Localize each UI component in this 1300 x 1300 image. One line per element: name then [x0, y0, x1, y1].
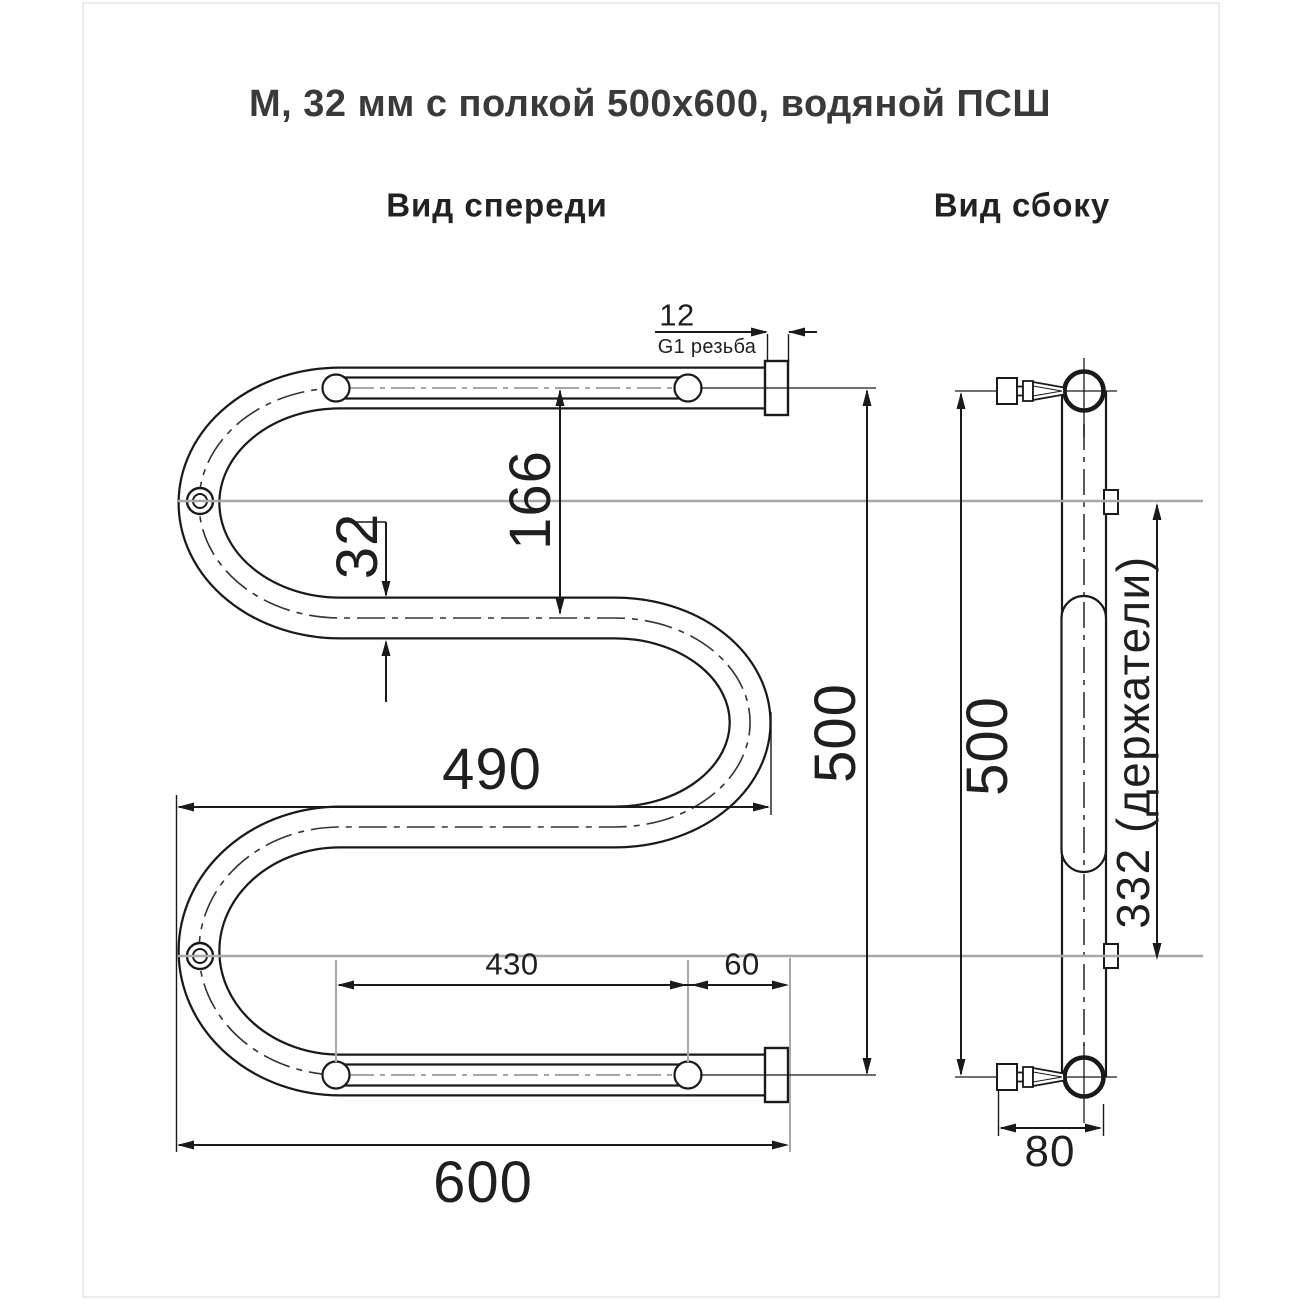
dim-500-side-label: 500: [955, 696, 1020, 796]
dim-32-label: 32: [325, 512, 390, 580]
construction-lines: [178, 499, 1203, 1152]
dim-thread-type-label: G1 резьба: [657, 336, 757, 358]
top-shelf-bar: [321, 373, 703, 403]
dim-total-600: [177, 1140, 789, 1150]
front-view-label: Вид спереди: [386, 186, 608, 224]
dim-width-490: [175, 712, 772, 1152]
dim-332-holders-label: 332 (держатели): [1107, 555, 1159, 929]
dim-depth-80: [997, 1090, 1105, 1136]
fitting-bottom: [996, 1063, 1065, 1091]
shelf-holder-circle: [321, 1060, 351, 1090]
dimension-lines: [175, 327, 1162, 1152]
front-view-drawing: [177, 359, 790, 1104]
side-shelf-capsule: [1060, 594, 1108, 874]
dim-80-label: 80: [1024, 1127, 1076, 1176]
side-view-label: Вид сбоку: [933, 186, 1111, 224]
dim-shelf-430-60: [337, 980, 789, 990]
tube-core: [179, 368, 770, 1095]
dim-drop-166: [555, 389, 565, 615]
dim-600-label: 600: [433, 1150, 533, 1215]
page-title: М, 32 мм с полкой 500х600, водяной ПСШ: [248, 83, 1052, 125]
fitting-top: [996, 377, 1065, 405]
dim-holders-332: [1152, 503, 1162, 960]
shelf-holder-circle: [321, 373, 351, 403]
bottom-shelf-bar: [321, 1060, 703, 1090]
dim-60-label: 60: [724, 946, 760, 982]
dim-thread-12-label: 12: [659, 297, 695, 333]
dim-thread-12: [655, 327, 817, 362]
tube-outline: [177, 366, 772, 1097]
tube-centerline: [198, 387, 751, 1076]
dim-500-front-label: 500: [803, 683, 868, 783]
dim-166-label: 166: [498, 450, 563, 550]
dim-height-500-front: [700, 387, 876, 1076]
dim-490-label: 490: [442, 737, 542, 802]
dim-430-label: 430: [485, 946, 539, 982]
shelf-holder-circle: [673, 373, 703, 403]
side-view-drawing: [955, 358, 1119, 1123]
dim-pipe-32: [341, 521, 391, 702]
dim-height-500-side: [956, 392, 966, 1076]
shelf-holder-circle: [673, 1060, 703, 1090]
canvas-frame: [82, 2, 1220, 1298]
